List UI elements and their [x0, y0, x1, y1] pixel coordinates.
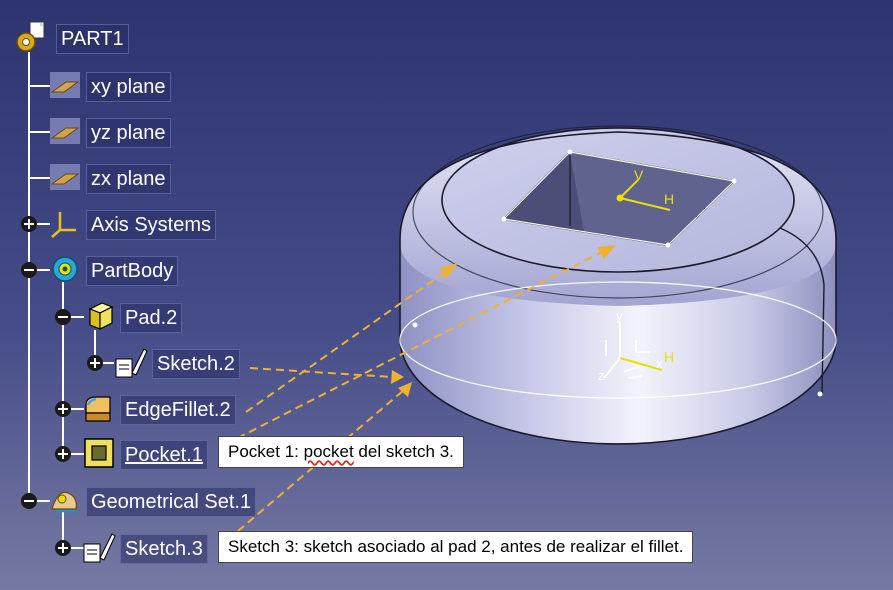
base-axis-z-label: z: [598, 368, 605, 383]
tree-branch: [94, 362, 114, 364]
axis-system-icon: [51, 212, 76, 238]
tree-branch: [28, 500, 50, 502]
tree-node-edgefillet2[interactable]: EdgeFillet.2: [120, 395, 236, 425]
arrow-head-sketch2: [391, 370, 404, 384]
pocket-icon: [84, 438, 114, 468]
arrow-head-sketch3: [398, 382, 412, 397]
tree-node-geometrical-set1[interactable]: Geometrical Set.1: [86, 487, 257, 517]
arrow-head-pocket: [597, 245, 616, 259]
tree-trunk-geoset: [62, 512, 64, 548]
tree-node-pocket1[interactable]: Pocket.1: [120, 440, 208, 470]
expand-plus-icon[interactable]: [20, 215, 38, 233]
expand-plus-icon[interactable]: [54, 445, 72, 463]
tree-node-zx-plane[interactable]: zx plane: [86, 164, 171, 194]
tree-branch: [28, 131, 50, 133]
tree-node-sketch2[interactable]: Sketch.2: [152, 349, 240, 379]
pocket-callout-note: Pocket 1: pocket del sketch 3.: [218, 436, 464, 468]
plane-icon: [50, 164, 80, 190]
collapse-minus-icon[interactable]: [54, 308, 72, 326]
collapse-minus-icon[interactable]: [20, 261, 38, 279]
tree-branch: [62, 453, 84, 455]
part-icon: [16, 21, 45, 52]
tree-branch: [62, 316, 84, 318]
tree-branch: [62, 547, 84, 549]
tree-node-partbody[interactable]: PartBody: [86, 256, 179, 286]
top-sketch-axes: [616, 179, 671, 211]
top-axis-h-label: H: [664, 191, 674, 207]
specification-tree: PART1 xy plane yz plane zx plane: [0, 0, 300, 590]
tree-trunk-pad: [94, 330, 96, 362]
tree-branch: [62, 408, 84, 410]
expand-plus-icon[interactable]: [54, 539, 72, 557]
sketch-icon: [83, 533, 116, 563]
base-axis-y-label: y: [616, 308, 623, 323]
arrow-head-fillet: [440, 263, 458, 279]
sketch-icon: [115, 348, 148, 378]
tree-node-axis-systems[interactable]: Axis Systems: [86, 210, 217, 240]
tree-node-yz-plane[interactable]: yz plane: [86, 118, 171, 148]
tree-node-pad2[interactable]: Pad.2: [120, 303, 183, 333]
tree-node-part1[interactable]: PART1: [56, 24, 129, 54]
tree-branch: [28, 85, 50, 87]
tree-branch: [28, 177, 50, 179]
pocket-callout-text-start: Pocket 1:: [228, 442, 304, 461]
base-axis-h-label: H: [664, 349, 674, 365]
base-axis-x-label: x: [656, 356, 663, 371]
pad-icon: [88, 302, 114, 330]
plane-icon: [50, 72, 80, 98]
tree-branch: [28, 223, 50, 225]
body-gear-icon: [52, 256, 78, 282]
sketch-callout-note: Sketch 3: sketch asociado al pad 2, ante…: [218, 531, 694, 563]
tree-branch: [28, 269, 50, 271]
sketch-callout-text: Sketch 3: sketch asociado al pad 2, ante…: [228, 537, 684, 556]
callout-arrows: [217, 249, 607, 549]
edge-fillet-icon: [85, 396, 111, 422]
tree-node-sketch3[interactable]: Sketch.3: [120, 534, 208, 564]
geometrical-set-icon: [51, 491, 77, 513]
base-axis-triad: [603, 322, 663, 379]
tree-trunk-partbody: [62, 282, 64, 454]
expand-plus-icon[interactable]: [86, 354, 104, 372]
pocket-callout-text-end: del sketch 3.: [353, 442, 454, 461]
tree-node-xy-plane[interactable]: xy plane: [86, 72, 171, 102]
top-axis-v-label: V: [634, 167, 644, 183]
pocket-callout-spellcheck-word: pocket: [303, 442, 354, 461]
collapse-minus-icon[interactable]: [20, 492, 38, 510]
expand-plus-icon[interactable]: [54, 400, 72, 418]
plane-icon: [50, 118, 80, 144]
